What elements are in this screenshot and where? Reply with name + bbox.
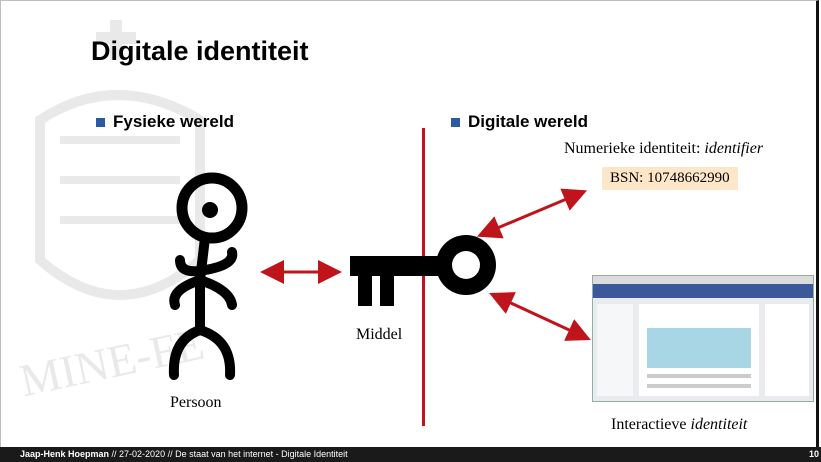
interactive-identity-label: Interactieve identiteit [611, 416, 747, 434]
bullet-physical-label: Fysieke wereld [113, 112, 234, 131]
middel-label: Middel [356, 326, 403, 343]
bullet-digital-world: Digitale wereld [451, 112, 588, 132]
bullet-physical-world: Fysieke wereld [96, 112, 234, 132]
bullet-square-icon [96, 117, 105, 127]
vertical-divider [422, 128, 425, 426]
page-number: 10 [808, 449, 819, 459]
facebook-screenshot-image [592, 275, 814, 402]
person-glyph-icon [168, 172, 248, 380]
numeric-identity-em: identifier [704, 140, 764, 157]
numeric-identity-text: Numerieke identiteit: [564, 140, 705, 157]
footer-bar: Jaap-Henk Hoepman // 27-02-2020 // De st… [0, 447, 821, 462]
bsn-number: BSN: 10748662990 [602, 167, 738, 190]
bullet-digital-label: Digitale wereld [468, 112, 588, 131]
footer-details: // 27-02-2020 // De staat van het intern… [109, 449, 348, 459]
bullet-square-icon [451, 117, 460, 127]
footer-author: Jaap-Henk Hoepman [20, 449, 110, 459]
arrow-key-interactive [489, 292, 591, 341]
interactive-identity-em: identiteit [690, 416, 748, 433]
persoon-label: Persoon [170, 394, 222, 411]
arrow-key-bsn [476, 188, 588, 239]
interactive-identity-text: Interactieve [611, 416, 691, 433]
key-icon [350, 235, 496, 306]
numeric-identity-label: Numerieke identiteit: identifier [564, 140, 763, 158]
slide-title: Digitale identiteit [91, 36, 309, 66]
